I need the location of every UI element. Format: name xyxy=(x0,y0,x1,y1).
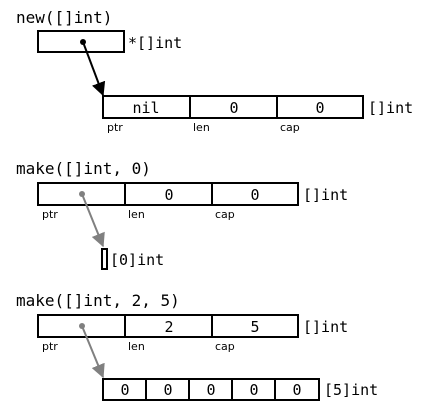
slice-header-new: nil 0 0 xyxy=(102,95,364,119)
backing-array: 0 0 0 0 0 xyxy=(102,378,320,401)
section-new-slice: new([]int) *[]int nil 0 0 []int ptr len … xyxy=(16,8,413,134)
field-label-cap: cap xyxy=(215,208,235,221)
header-box xyxy=(102,95,364,119)
section-title-make-five: make([]int, 2, 5) xyxy=(16,291,180,310)
array-element: 0 xyxy=(292,381,301,399)
pointer-arrow-make-five xyxy=(81,325,105,379)
array-element: 0 xyxy=(163,381,172,399)
array-type-label: [0]int xyxy=(110,251,164,269)
pointer-arrow-make-empty xyxy=(81,193,105,248)
section-title-make-empty: make([]int, 0) xyxy=(16,159,151,178)
field-label-ptr: ptr xyxy=(107,121,123,134)
header-type-label: []int xyxy=(303,186,348,204)
slice-header-make-five: 2 5 xyxy=(37,314,299,338)
section-title-new: new([]int) xyxy=(16,8,112,27)
ptr-value: nil xyxy=(132,99,159,117)
cap-value: 5 xyxy=(250,318,259,336)
len-value: 2 xyxy=(164,318,173,336)
len-value: 0 xyxy=(229,99,238,117)
field-label-len: len xyxy=(128,208,145,221)
empty-array-box xyxy=(101,248,108,270)
array-element: 0 xyxy=(249,381,258,399)
field-label-cap: cap xyxy=(215,340,235,353)
field-label-cap: cap xyxy=(280,121,300,134)
cap-value: 0 xyxy=(250,186,259,204)
field-label-len: len xyxy=(193,121,210,134)
header-box xyxy=(37,182,299,206)
section-make-empty: make([]int, 0) 0 0 []int ptr len cap [0]… xyxy=(16,159,348,270)
pointer-arrow-new xyxy=(82,41,106,97)
pointer-type-label: *[]int xyxy=(128,34,182,52)
field-label-ptr: ptr xyxy=(42,340,58,353)
header-type-label: []int xyxy=(303,318,348,336)
section-make-five: make([]int, 2, 5) 2 5 []int ptr len cap … xyxy=(16,291,378,401)
header-type-label: []int xyxy=(368,99,413,117)
array-element: 0 xyxy=(120,381,129,399)
array-type-label: [5]int xyxy=(324,381,378,399)
array-box xyxy=(102,378,320,401)
header-box xyxy=(37,314,299,338)
field-label-len: len xyxy=(128,340,145,353)
field-label-ptr: ptr xyxy=(42,208,58,221)
cap-value: 0 xyxy=(315,99,324,117)
slice-header-make-empty: 0 0 xyxy=(37,182,299,206)
array-element: 0 xyxy=(206,381,215,399)
len-value: 0 xyxy=(164,186,173,204)
